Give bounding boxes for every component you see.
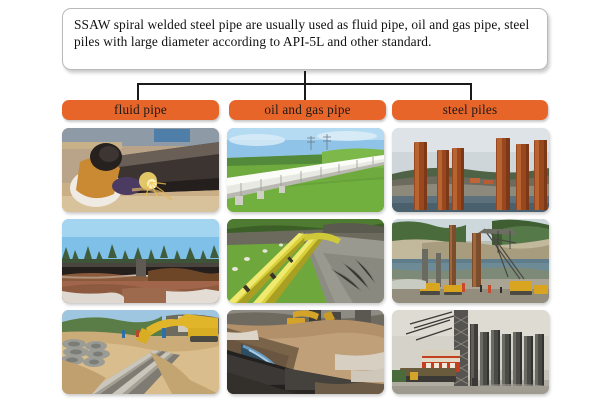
photo-rusty-steel-piles-water[interactable] — [392, 128, 549, 212]
photo-pile-driving-river[interactable] — [392, 219, 549, 303]
connector-stem — [304, 71, 306, 84]
category-pill-oil-and-gas-pipe[interactable]: oil and gas pipe — [229, 100, 386, 120]
category-pill-fluid-pipe[interactable]: fluid pipe — [62, 100, 219, 120]
photo-pile-driver-steel-piles[interactable] — [392, 310, 549, 394]
photo-white-pipeline-field[interactable] — [227, 128, 384, 212]
description-box: SSAW spiral welded steel pipe are usuall… — [62, 8, 548, 70]
photo-pipes-trench-snow[interactable] — [227, 310, 384, 394]
photo-yellow-gas-pipelines[interactable] — [227, 219, 384, 303]
photo-welder-on-pipe[interactable] — [62, 128, 219, 212]
connector-drop-right — [470, 83, 472, 100]
photo-pipeline-muddy-field[interactable] — [62, 219, 219, 303]
description-text: SSAW spiral welded steel pipe are usuall… — [74, 17, 533, 49]
photo-pipes-trench-excavator[interactable] — [62, 310, 219, 394]
photo-grid — [62, 128, 549, 394]
connector-drop-center — [304, 83, 306, 100]
category-pill-steel-piles[interactable]: steel piles — [392, 100, 548, 120]
connector-drop-left — [137, 83, 139, 100]
